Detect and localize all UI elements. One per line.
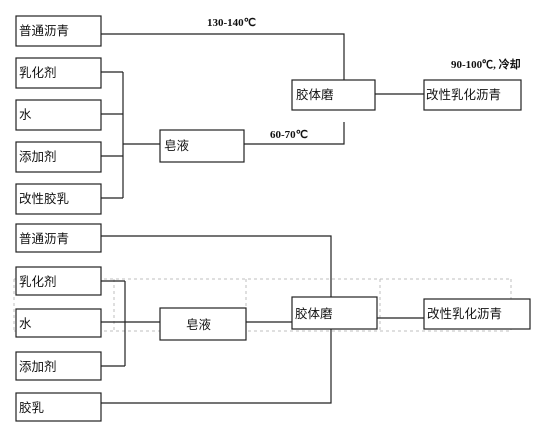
soap-label-2: 皂液: [186, 317, 212, 332]
input-label-additive-2: 添加剂: [19, 359, 57, 374]
input-box-water-1: [15, 99, 102, 131]
input-box-emulsifier-1: [15, 57, 102, 89]
diagram-2: 普通沥青 乳化剂 水 添加剂 胶乳 皂液 胶体磨 改性乳化沥青: [13, 223, 531, 422]
input-label-asphalt-1: 普通沥青: [19, 23, 69, 38]
mill-label-1: 胶体磨: [296, 87, 334, 102]
input-label-water-1: 水: [19, 107, 32, 122]
input-box-additive-2: [15, 351, 102, 381]
temperature-soap: 60-70℃: [270, 129, 308, 141]
soap-to-mill-line-1: [244, 122, 345, 145]
input-label-latex-1: 改性胶乳: [19, 191, 69, 206]
product-label-2: 改性乳化沥青: [427, 306, 502, 321]
temperature-asphalt: 130-140℃: [207, 17, 256, 29]
product-box-1: [423, 79, 522, 111]
soap-box-1: [159, 129, 245, 163]
product-label-1: 改性乳化沥青: [426, 87, 501, 102]
input-label-emulsifier-2: 乳化剂: [19, 274, 57, 289]
input-box-asphalt-1: [15, 15, 102, 47]
mill-box-2: [291, 296, 378, 330]
input-box-water-2: [15, 308, 102, 338]
mill-box-1: [291, 79, 376, 111]
input-label-asphalt-2: 普通沥青: [19, 231, 69, 246]
inputs-to-soap-bracket-1: [101, 71, 160, 199]
inputs-to-soap-bracket-2: [101, 280, 160, 367]
input-label-water-2: 水: [19, 316, 32, 331]
asphalt-to-mill-line-1: [101, 33, 345, 80]
input-box-latex-1: [15, 183, 102, 215]
product-box-2: [423, 298, 531, 330]
input-label-additive-1: 添加剂: [19, 149, 57, 164]
soap-box-2: [159, 307, 247, 341]
input-box-additive-1: [15, 141, 102, 173]
input-box-asphalt-2: [15, 223, 102, 253]
input-box-latex-2: [15, 392, 102, 422]
mill-label-2: 胶体磨: [295, 306, 333, 321]
soap-label-1: 皂液: [164, 138, 190, 153]
temperature-product: 90-100℃, 冷却: [451, 57, 521, 71]
asphalt-to-mill-line-2: [101, 235, 332, 297]
latex-to-mill-line-2: [101, 329, 332, 404]
input-box-emulsifier-2: [15, 266, 102, 296]
diagram-1: 普通沥青 乳化剂 水 添加剂 改性胶乳 皂液 胶体磨 改性乳化沥青 130-14…: [15, 15, 522, 215]
input-label-latex-2: 胶乳: [19, 400, 44, 415]
input-label-emulsifier-1: 乳化剂: [19, 65, 57, 80]
